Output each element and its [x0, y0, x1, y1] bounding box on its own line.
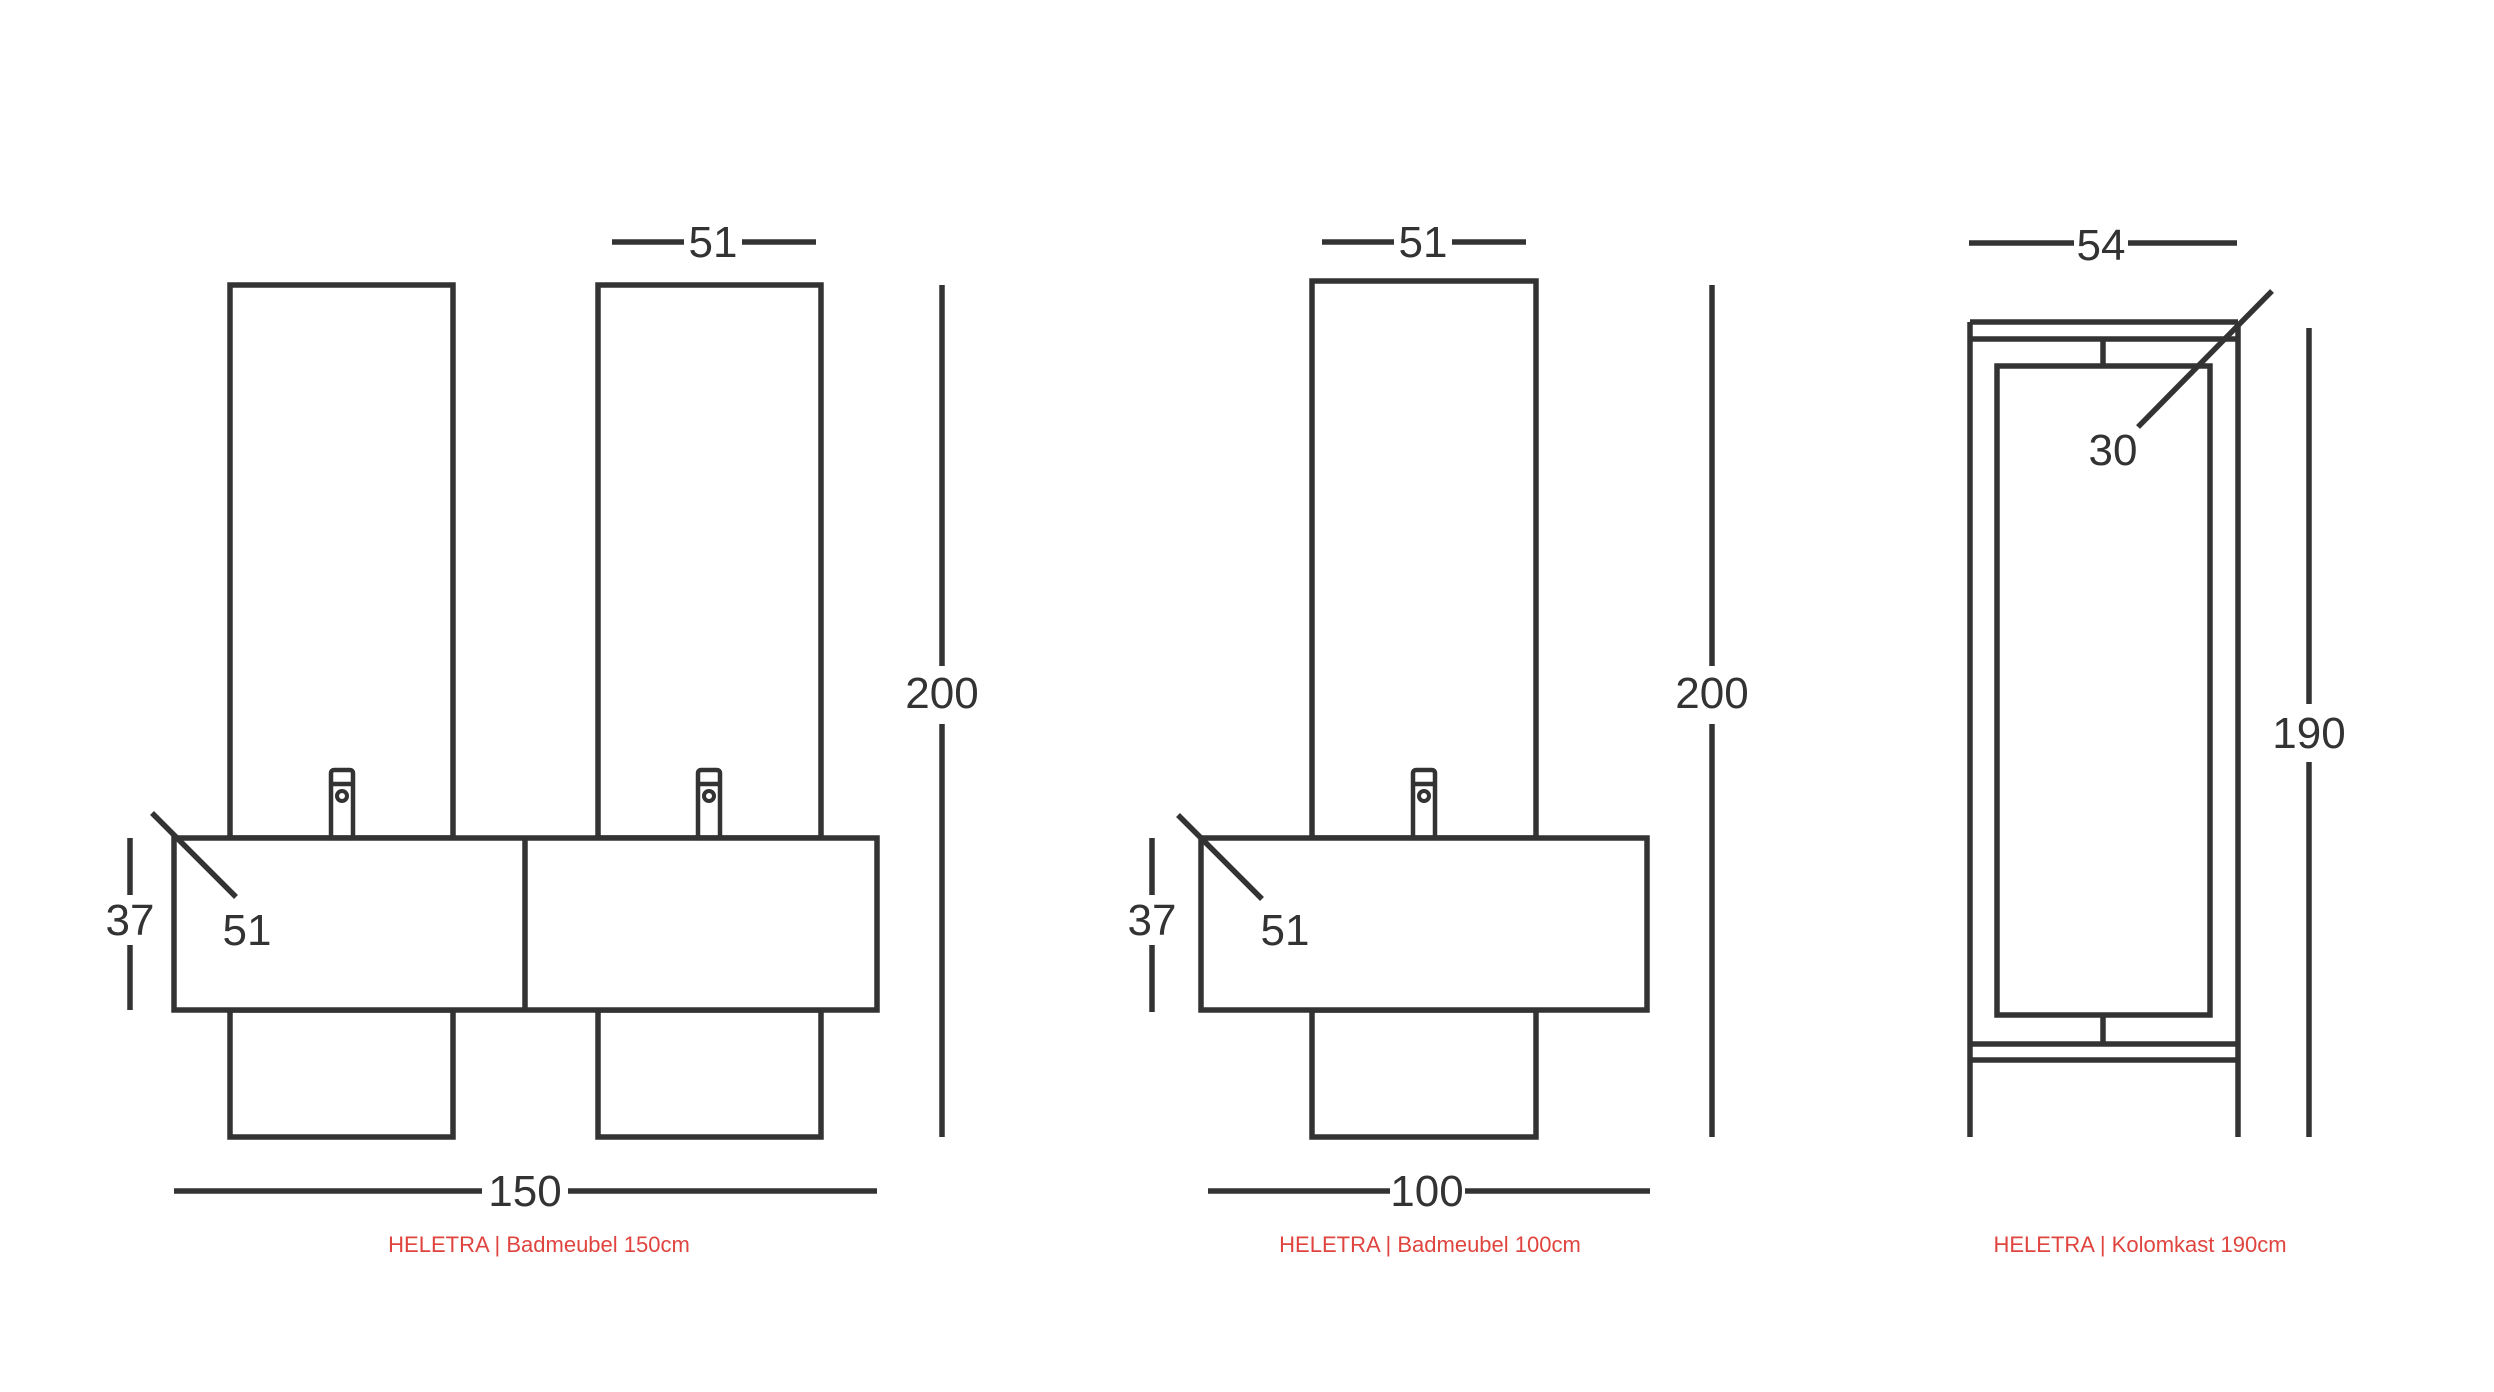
dim-line-depth	[150, 811, 238, 899]
mirror-panel-left	[227, 282, 456, 841]
mirror-door	[1994, 363, 2213, 1018]
dim-mirror-width: 51	[1399, 218, 1448, 267]
caption-badmeubel-150: HELETRA | Badmeubel 150cm	[388, 1232, 690, 1257]
caption-kolomkast-190: HELETRA | Kolomkast 190cm	[1993, 1232, 2286, 1257]
dim-total-width: 150	[488, 1167, 561, 1216]
dim-line-depth	[2136, 289, 2274, 429]
lower-panel	[1309, 1007, 1539, 1140]
figure-badmeubel-100: 51 200 37 51 100 HELETRA | Badmeubel 100…	[1128, 218, 1749, 1257]
dim-height: 190	[2272, 709, 2345, 758]
dim-depth: 51	[1261, 906, 1310, 955]
dim-height: 200	[905, 669, 978, 718]
dim-width: 54	[2077, 221, 2126, 270]
figure-kolomkast-190: 54 30 190 HELETRA | Kolomkast 190cm	[1967, 221, 2346, 1257]
dim-mirror-width: 51	[689, 218, 738, 267]
mirror-panel	[1309, 278, 1539, 841]
dim-depth: 51	[223, 906, 272, 955]
dim-cabinet-height: 37	[1128, 896, 1177, 945]
figure-badmeubel-150: 51 200 37 51 150 HELETRA | Badmeubel 150…	[106, 218, 979, 1257]
lower-panel-left	[227, 1007, 456, 1140]
dim-line-depth	[1176, 813, 1264, 901]
faucet-icon	[1410, 767, 1438, 841]
lower-panel-right	[595, 1007, 824, 1140]
dim-height: 200	[1675, 669, 1748, 718]
faucet-right-icon	[695, 767, 723, 841]
caption-badmeubel-100: HELETRA | Badmeubel 100cm	[1279, 1232, 1581, 1257]
mirror-panel-right	[595, 282, 824, 841]
faucet-left-icon	[328, 767, 356, 841]
dim-cabinet-height: 37	[106, 896, 155, 945]
dim-total-width: 100	[1390, 1167, 1463, 1216]
dim-depth: 30	[2089, 426, 2138, 475]
